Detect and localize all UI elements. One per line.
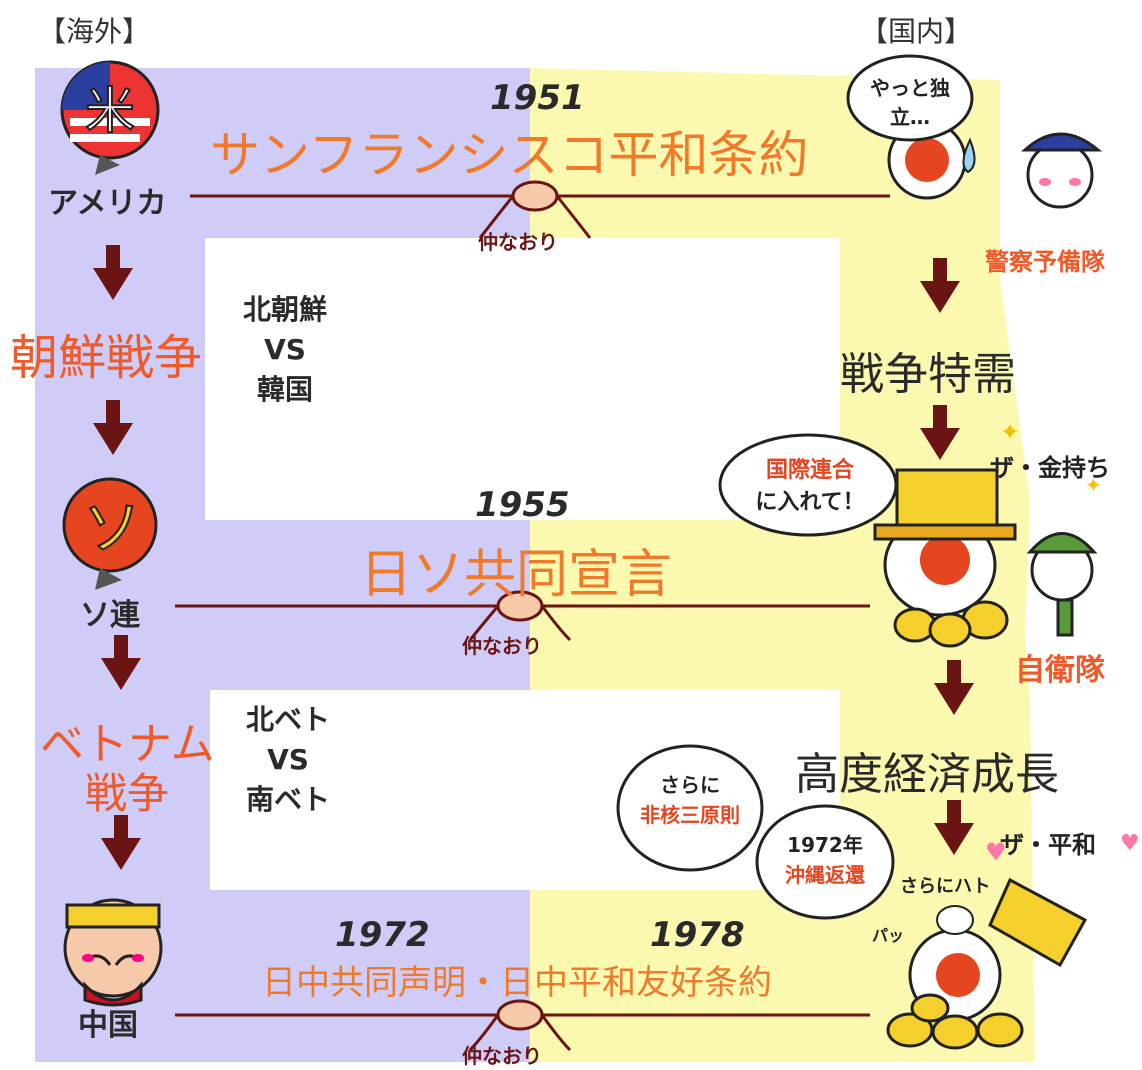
year-1978: 1978 bbox=[650, 915, 745, 955]
bubble-nonnuclear: さらに 非核三原則 bbox=[630, 770, 750, 830]
economic-growth-label: 高度経済成長 bbox=[795, 749, 1059, 800]
country-label: 中国 bbox=[78, 1008, 138, 1043]
treaty-title: サンフランシスコ平和条約 bbox=[210, 126, 809, 184]
down-arrow-icon bbox=[93, 245, 974, 870]
year-1951: 1951 bbox=[490, 78, 585, 118]
war-title-line1: ベトナム bbox=[40, 719, 215, 770]
bubble-un-line1: 国際連合 bbox=[765, 458, 854, 483]
svg-text:ソ: ソ bbox=[83, 494, 141, 562]
war-title-line2: 戦争 bbox=[85, 769, 170, 818]
police-reserve-label: 警察予備隊 bbox=[985, 248, 1105, 276]
treaty-title: 日中共同声明・日中平和友好条約 bbox=[262, 963, 772, 1003]
reconcile-label: 仲なおり bbox=[478, 230, 558, 254]
china-character-icon bbox=[63, 898, 163, 1007]
peace-label: ザ・平和 bbox=[1000, 831, 1096, 859]
year-1972: 1972 bbox=[335, 915, 430, 955]
bubble-okinawa: 1972年 沖縄返還 bbox=[765, 830, 885, 890]
soviet-character-icon: ソ bbox=[62, 477, 158, 590]
heart-icon: ♥ ♥ bbox=[985, 831, 1140, 866]
america-character-icon: 米 bbox=[60, 60, 160, 175]
bubble-independence: やっと独立… bbox=[870, 76, 950, 129]
vs-top: 北ベト bbox=[245, 703, 330, 736]
country-label: ソ連 bbox=[80, 598, 140, 633]
svg-text:♥: ♥ bbox=[1120, 831, 1140, 856]
bubble-nonnuclear-line2: 非核三原則 bbox=[640, 803, 740, 827]
bubble-un: 国際連合 に入れて！ bbox=[730, 455, 890, 519]
money-bag-icon bbox=[886, 600, 1024, 1050]
dove-label: さらにハト bbox=[900, 876, 991, 897]
special-demand-label: 戦争特需 bbox=[840, 349, 1016, 400]
year-1955: 1955 bbox=[475, 485, 570, 525]
vs-label: VS bbox=[267, 743, 309, 776]
svg-text:♥: ♥ bbox=[985, 838, 1007, 866]
war-title: 朝鮮戦争 bbox=[10, 330, 203, 386]
vs-block: 北朝鮮 VS 韓国 bbox=[225, 290, 345, 410]
reconcile-label: 仲なおり bbox=[462, 1044, 542, 1068]
bubble-un-line2: に入れて！ bbox=[755, 490, 865, 515]
bubble-okinawa-line1: 1972年 bbox=[787, 833, 863, 857]
rich-label: ザ・金持ち bbox=[990, 454, 1110, 482]
vs-bottom: 南ベト bbox=[245, 783, 330, 816]
domestic-header: 【国内】 bbox=[860, 15, 973, 48]
reconcile-label: 仲なおり bbox=[462, 634, 542, 658]
vs-label: VS bbox=[264, 333, 306, 366]
sparkle-icon: ✦ ✦ bbox=[1000, 418, 1102, 497]
sdf-character-icon bbox=[1026, 532, 1098, 637]
overseas-header: 【海外】 bbox=[38, 15, 151, 48]
svg-text:✦: ✦ bbox=[1000, 418, 1020, 446]
police-character-icon bbox=[1021, 132, 1103, 209]
country-label: アメリカ bbox=[48, 186, 167, 221]
vs-bottom: 韓国 bbox=[256, 373, 313, 406]
japan-character-icon bbox=[873, 120, 1088, 1022]
bubble-nonnuclear-line1: さらに bbox=[660, 773, 720, 797]
vs-top: 北朝鮮 bbox=[242, 293, 327, 326]
bubble-okinawa-line2: 沖縄返還 bbox=[785, 863, 865, 887]
speech-bubble-icon bbox=[616, 54, 974, 920]
svg-text:✦: ✦ bbox=[1085, 473, 1102, 497]
handshake-icon bbox=[468, 180, 592, 1052]
treaty-title: 日ソ共同宣言 bbox=[360, 545, 673, 605]
sound-label: パッ bbox=[872, 926, 905, 945]
sdf-label: 自衛隊 bbox=[1015, 653, 1105, 688]
vs-block: 北ベト VS 南ベト bbox=[228, 700, 348, 820]
svg-text:米: 米 bbox=[85, 82, 135, 140]
